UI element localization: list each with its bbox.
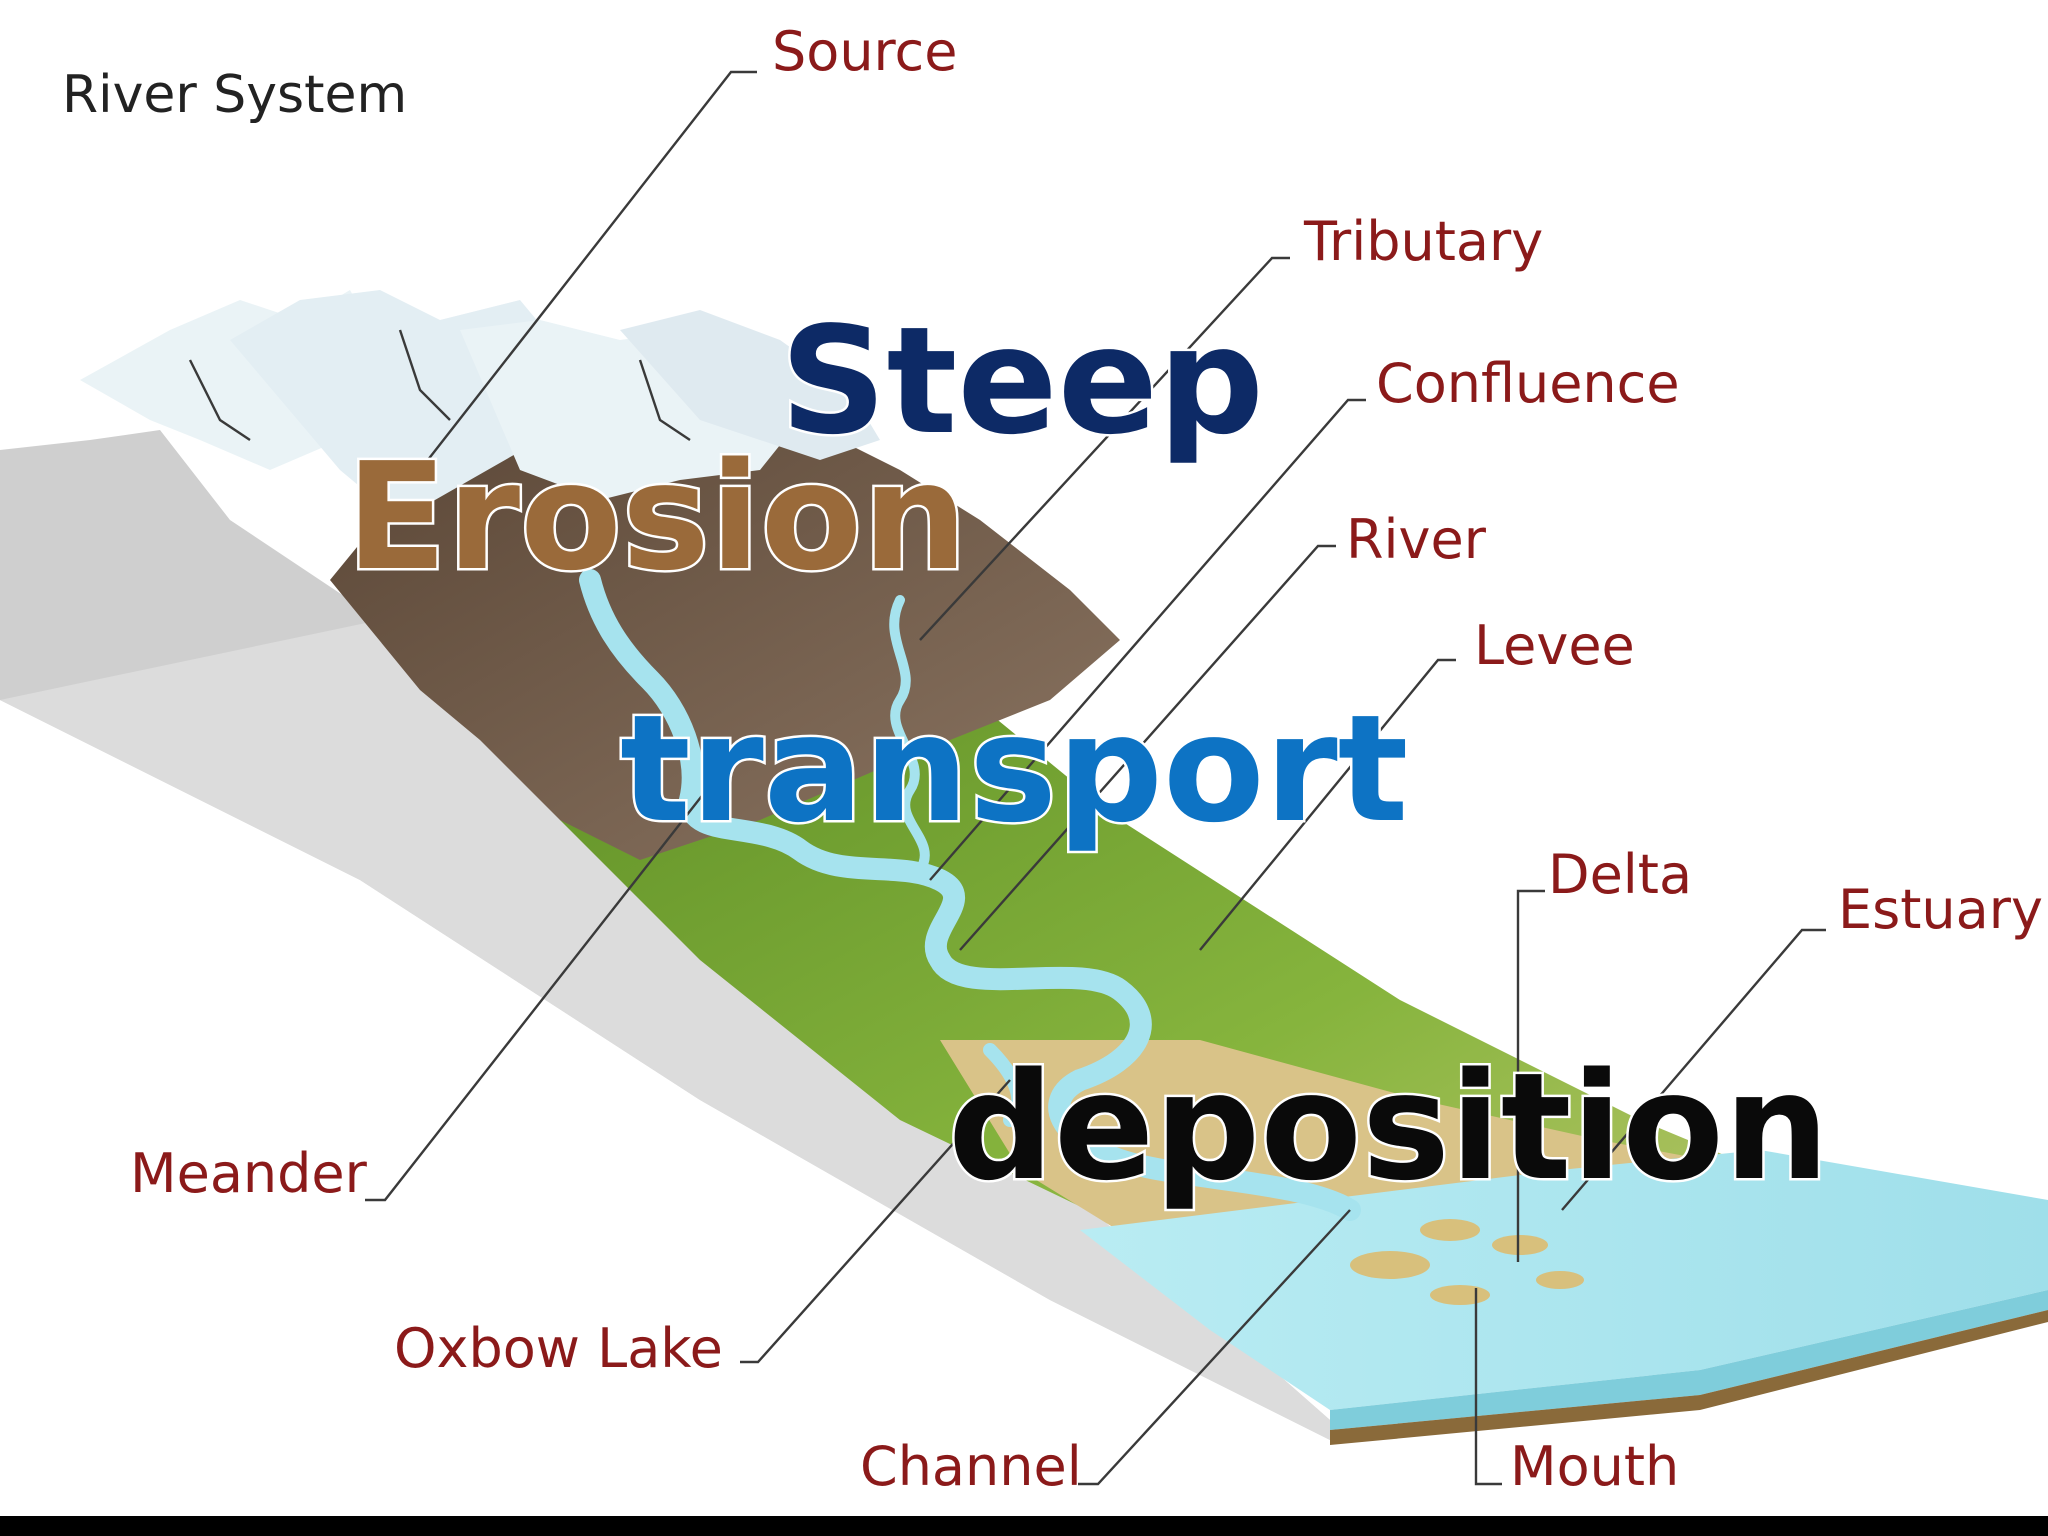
snow-cap [620, 310, 880, 460]
leader-line-source [419, 70, 757, 471]
label-confluence: Confluence [1376, 352, 1680, 415]
snow-shading [188, 359, 251, 441]
label-mouth: Mouth [1510, 1435, 1679, 1498]
overlay-word-erosion: Erosion [346, 431, 968, 603]
label-river: River [1346, 508, 1487, 571]
delta-sandbar [1430, 1285, 1490, 1305]
snow-shading [398, 329, 451, 421]
label-tributary: Tributary [1303, 210, 1543, 273]
label-channel: Channel [860, 1435, 1082, 1498]
bottom-black-bar [0, 1516, 2048, 1536]
overlay-word-transport: transport [620, 683, 1408, 855]
sea-bed-edge [1330, 1310, 2048, 1445]
tributary-stream [889, 595, 930, 875]
snow-shading [638, 359, 691, 441]
label-source: Source [772, 20, 957, 83]
mountain-range [330, 410, 1120, 860]
leader-line-river [959, 544, 1336, 951]
diagram-title: River System [62, 65, 407, 125]
leader-line-levee [1199, 658, 1456, 951]
main-river [579, 569, 1361, 1221]
delta-sandbar [1420, 1219, 1480, 1241]
oxbow-lake [983, 1043, 1026, 1127]
leader-line-oxbow-lake [740, 1079, 1011, 1364]
leader-line-delta [1516, 889, 1545, 1262]
overlay-word-steep: Steep [780, 295, 1264, 467]
label-levee: Levee [1474, 614, 1635, 677]
leader-line-mouth [1474, 1288, 1502, 1486]
landmass-front-face [0, 620, 1330, 1440]
leader-line-channel [1078, 1209, 1351, 1486]
overlay-word-deposition: deposition [948, 1041, 1829, 1213]
leader-line-meander [365, 759, 731, 1202]
label-meander: Meander [130, 1142, 368, 1205]
leader-line-estuary [1561, 928, 1826, 1211]
leader-line-tributary [919, 256, 1290, 641]
delta-sandbar [1492, 1235, 1548, 1255]
label-estuary: Estuary [1838, 878, 2043, 941]
label-delta: Delta [1548, 843, 1692, 906]
delta-sandbar [1350, 1251, 1430, 1279]
sea-front-edge [1330, 1290, 2048, 1430]
delta-sandbar [1536, 1271, 1584, 1289]
leader-line-confluence [929, 398, 1366, 881]
label-oxbow-lake: Oxbow Lake [394, 1317, 723, 1380]
